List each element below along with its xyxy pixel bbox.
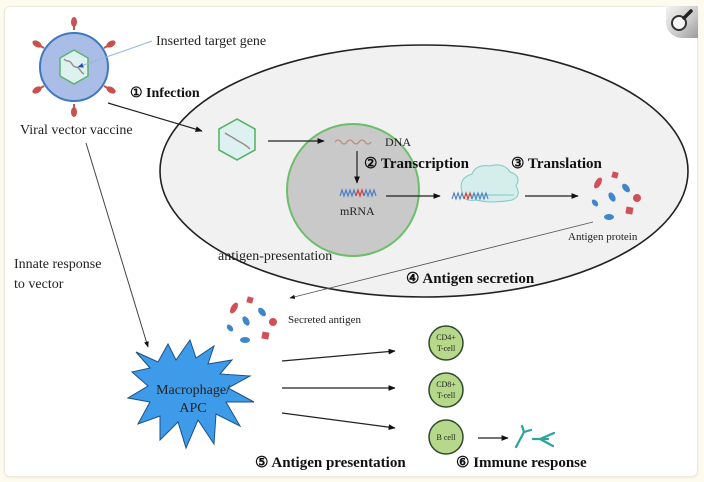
cd4-t-cell bbox=[428, 325, 464, 361]
infection-arrow bbox=[107, 102, 203, 132]
step3-label: ③ Translation bbox=[511, 156, 602, 172]
nucleus bbox=[286, 123, 420, 257]
cd4-label-line2: T-cell bbox=[437, 344, 456, 353]
mrna-strand bbox=[339, 188, 377, 198]
secreted-antigen bbox=[226, 296, 277, 343]
gene-pointer-line bbox=[77, 40, 153, 68]
zoom-button[interactable] bbox=[666, 6, 698, 38]
b-cell bbox=[428, 419, 464, 455]
capsid-in-cytoplasm bbox=[218, 118, 256, 161]
viral-vector-particle bbox=[32, 17, 116, 117]
step6-label: ⑥ Immune response bbox=[456, 455, 587, 471]
spike-proteins bbox=[32, 17, 116, 117]
antigen-protein-label: Antigen protein bbox=[568, 231, 638, 243]
step4-label: ④ Antigen secretion bbox=[406, 271, 535, 287]
innate-label-line2: to vector bbox=[14, 277, 64, 292]
gene-label: Inserted target gene bbox=[156, 34, 266, 49]
bcell-label: B cell bbox=[437, 433, 457, 442]
step5-label: ⑤ Antigen presentation bbox=[255, 455, 406, 471]
magnifier-icon bbox=[671, 9, 693, 31]
apc-to-cd4-arrow bbox=[281, 348, 396, 362]
macrophage-apc-cell bbox=[126, 338, 255, 450]
step1-label: ① Infection bbox=[130, 86, 200, 101]
antibodies bbox=[514, 424, 556, 449]
secretion-arrow bbox=[289, 221, 594, 299]
mrna-label: mRNA bbox=[340, 204, 375, 218]
antigen-proteins bbox=[591, 171, 641, 220]
cd8-label-line1: CD8+ bbox=[436, 380, 456, 389]
step2-label: ② Transcription bbox=[364, 156, 470, 172]
host-cell bbox=[159, 44, 689, 298]
apc-to-bcell-arrow bbox=[281, 412, 396, 431]
cd8-t-cell bbox=[428, 372, 464, 408]
apc-label-line2: APC bbox=[179, 401, 206, 416]
apc-label-line1: Macrophage/ bbox=[156, 383, 230, 398]
cd8-label-line2: T-cell bbox=[437, 391, 456, 400]
ribosome bbox=[451, 164, 519, 203]
antigen-presentation-label: antigen-presentation bbox=[218, 249, 332, 264]
innate-response-arrow bbox=[85, 142, 149, 348]
cd4-label-line1: CD4+ bbox=[436, 333, 456, 342]
dna-strand bbox=[334, 139, 372, 145]
secreted-antigen-label: Secreted antigen bbox=[288, 314, 361, 326]
dna-label: DNA bbox=[385, 135, 411, 149]
innate-label-line1: Innate response bbox=[14, 257, 101, 272]
virus-label: Viral vector vaccine bbox=[20, 123, 133, 138]
